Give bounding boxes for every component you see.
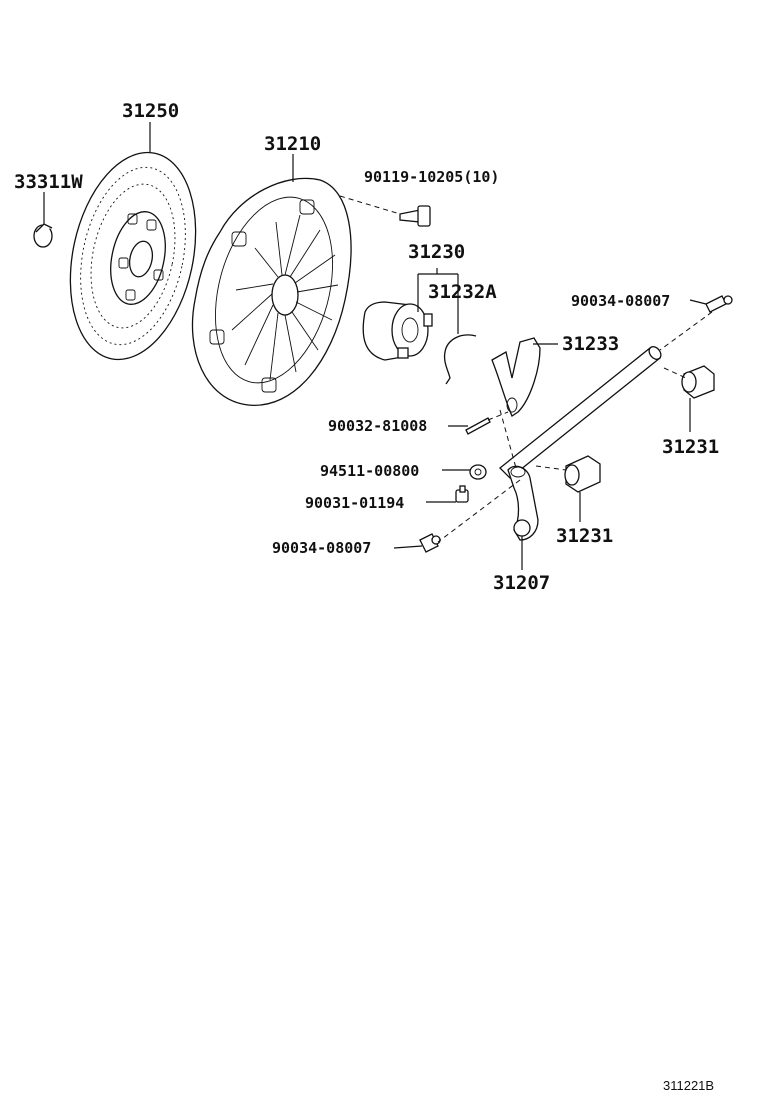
label-31250: 31250 [122,100,179,122]
label-31231-lower: 31231 [556,525,613,547]
clutch-disc-drawing [69,151,197,361]
bushing-31231-lower-drawing [564,455,601,493]
grease-fitting-upper-drawing [705,295,733,313]
release-fork-drawing [491,337,541,417]
shaft-drawing [499,346,662,479]
assembly-lines [437,311,713,543]
label-90034-08007-upper: 90034-08007 [571,292,670,310]
release-bearing-drawing [362,301,433,361]
label-31210: 31210 [264,133,321,155]
label-90034-08007-lower: 90034-08007 [272,539,371,557]
leader-lines [43,122,707,570]
pin-drawing [465,417,491,435]
figure-code: 311221B [663,1078,714,1093]
label-94511-00800: 94511-00800 [320,462,419,480]
shift-lever-drawing [507,465,539,541]
label-31231-upper: 31231 [662,436,719,458]
bolt-drawing [399,205,431,227]
label-31232a: 31232A [428,281,497,303]
label-31230: 31230 [408,241,465,263]
label-90031-01194: 90031-01194 [305,494,404,512]
bolt-90031-drawing [455,485,469,503]
bracket-31230 [417,268,459,334]
grease-fitting-lower-drawing [419,533,441,553]
clip-spring-drawing [443,334,477,385]
nut-94511-drawing [469,464,487,480]
label-90032-81008: 90032-81008 [328,417,427,435]
label-31207: 31207 [493,572,550,594]
bushing-31231-upper-drawing [681,365,715,399]
label-33311w: 33311W [14,171,83,193]
pressure-plate-drawing [191,177,352,406]
label-90119-10205: 90119-10205(10) [364,168,499,186]
bushing-drawing [33,223,53,248]
label-31233: 31233 [562,333,619,355]
